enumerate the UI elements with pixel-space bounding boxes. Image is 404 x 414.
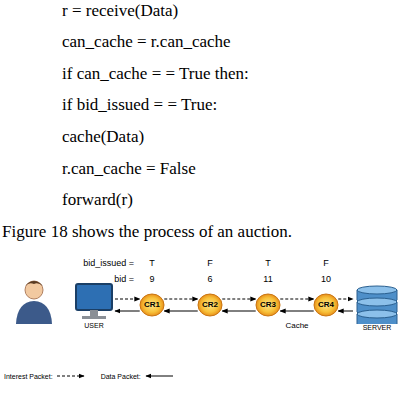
node-label: CR4 [318, 301, 334, 309]
router-circle: CR4 [313, 293, 339, 317]
data-arrow [338, 311, 353, 312]
code-line: forward(r) [62, 191, 133, 210]
legend-text: Data Packet: [101, 373, 141, 380]
code-line: can_cache = r.can_cache [62, 33, 231, 52]
field-name: bid = [114, 275, 134, 285]
node-label: CR2 [202, 301, 218, 309]
user-icon [14, 278, 114, 324]
field-name: bid_issued = [83, 259, 134, 269]
cache-label: Cache [285, 322, 308, 331]
interest-arrow [222, 299, 255, 300]
node-label: CR1 [144, 301, 160, 309]
data-arrow [280, 311, 313, 312]
data-arrow [115, 311, 140, 312]
caption-text: Figure 18 shows the process of an auctio… [2, 223, 292, 242]
code-line: if can_cache = = True then: [62, 65, 249, 84]
legend-sample [56, 372, 86, 380]
database-cylinder [354, 282, 400, 324]
user-terminal: USER [14, 278, 114, 332]
code-line: r.can_cache = False [62, 160, 196, 179]
router-circle: CR1 [139, 293, 165, 317]
code-line: cache(Data) [62, 128, 144, 147]
legend: Interest Packet: Data Packet: [4, 372, 186, 380]
interest-arrow [280, 299, 313, 300]
bid-value: 6 [207, 275, 212, 285]
legend-sample [144, 372, 174, 380]
server-database: SERVER [354, 282, 400, 334]
legend-text: Interest Packet: [4, 373, 53, 380]
router-circle: CR2 [197, 293, 223, 317]
router-circle: CR3 [255, 293, 281, 317]
code-line: if bid_issued = = True: [62, 96, 217, 115]
flag-value: T [149, 259, 155, 269]
interest-arrow [164, 299, 197, 300]
interest-arrow [115, 299, 140, 300]
code-line: r = receive(Data) [62, 2, 178, 21]
interest-arrow [338, 299, 353, 300]
data-arrow [164, 311, 197, 312]
flag-value: F [323, 259, 329, 269]
data-arrow [222, 311, 255, 312]
flag-value: F [207, 259, 213, 269]
bid-value: 11 [263, 275, 272, 285]
node-label: CR3 [260, 301, 276, 309]
bid-value: 10 [321, 275, 331, 285]
node-label: USER [84, 322, 103, 329]
bid-value: 9 [149, 275, 154, 285]
flag-value: T [265, 259, 271, 269]
node-label: SERVER [363, 324, 392, 331]
